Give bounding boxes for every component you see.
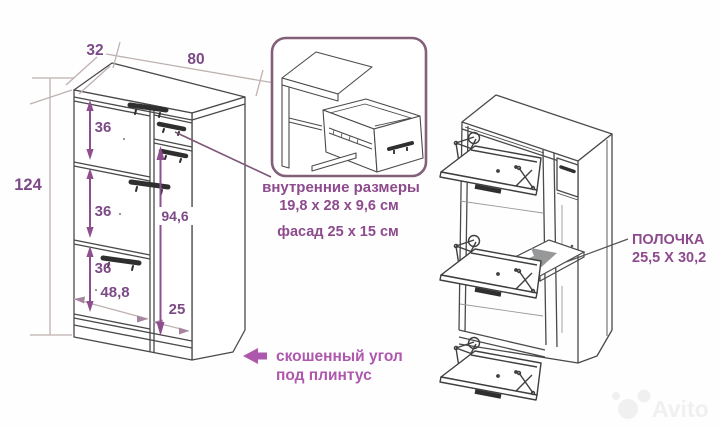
door1-top	[73, 100, 151, 117]
persp-drawer-front	[556, 157, 579, 198]
section1-label: 36	[95, 119, 112, 136]
beveled-corner-note: скошенный угол под плинтус	[243, 348, 403, 384]
perspective-cabinet-drawing	[458, 94, 613, 364]
right-door-height-label: 94,6	[161, 208, 188, 224]
flap-3	[439, 336, 542, 401]
inset-caption-line2: 19,8 х 28 х 9,6 см	[279, 198, 399, 214]
section-dimension-arrows	[86, 100, 165, 336]
inset-drawer-handle	[387, 141, 414, 151]
corner-note-line2: под плинтус	[276, 367, 372, 384]
screw-dots	[95, 138, 125, 291]
shelf-size-label: 25,5 Х 30,2	[632, 250, 706, 266]
shelf-leader-line	[565, 238, 629, 263]
shelf-annotation: ПОЛОЧКА 25,5 Х 30,2	[565, 232, 706, 266]
persp-side-panel	[577, 133, 613, 364]
width-label: 80	[187, 51, 204, 68]
door1-bottom-gap	[73, 161, 151, 182]
drawer-inset-connector-line	[174, 131, 272, 178]
cabinet-side-face	[191, 96, 246, 361]
left-width-label: 48,8	[100, 284, 129, 301]
section3-label: 36	[95, 260, 112, 277]
right-width-label: 25	[169, 301, 186, 318]
door3-handle	[100, 255, 142, 266]
flap-2	[439, 234, 542, 299]
door2-bottom-gap	[73, 239, 151, 260]
depth-label: 32	[86, 42, 103, 59]
inset-cabinet-stile	[281, 84, 290, 169]
plinth-lines	[73, 317, 193, 349]
corner-note-line1: скошенный угол	[276, 348, 403, 365]
drawer-top	[153, 114, 193, 124]
watermark: Avito	[612, 389, 709, 422]
watermark-logo-circle-medium	[637, 389, 651, 403]
flap3-handle-slot	[474, 389, 502, 399]
top-panel-edge	[73, 96, 246, 121]
left-width-dim-line	[73, 298, 149, 320]
watermark-logo-circle-large	[618, 399, 638, 419]
inset-drawer-drawing	[281, 51, 424, 173]
flap2-handle-slot	[474, 287, 502, 297]
inset-captions: внутренние размеры 19,8 х 28 х 9,6 см фа…	[262, 179, 420, 240]
inset-caption-line1: внутренние размеры	[262, 179, 420, 196]
drawer-handle	[156, 121, 187, 132]
dimension-labels: 32 80 124 36 36 36 94,6 48,8 25	[14, 42, 204, 318]
dimension-extension-lines	[29, 41, 287, 336]
width-dim-line	[105, 41, 287, 97]
flap-1	[439, 131, 542, 196]
flap1-handle-slot	[474, 184, 502, 194]
inset-caption-line3: фасад 25 х 15 см	[277, 224, 399, 240]
door1-handle	[127, 102, 169, 113]
section2-label: 36	[95, 203, 112, 220]
persp-base-lines	[458, 329, 579, 364]
label-backing	[157, 207, 193, 225]
height-label: 124	[14, 176, 42, 194]
shelf-label: ПОЛОЧКА	[632, 232, 705, 248]
inset-slide-rail	[328, 127, 373, 150]
tilt-out-flaps	[439, 131, 542, 401]
column-divider	[149, 105, 155, 353]
persp-drawer-handle	[559, 165, 576, 174]
drawer-detail-inset: внутренние размеры 19,8 х 28 х 9,6 см фа…	[262, 36, 428, 240]
right-door-handle	[158, 148, 189, 159]
drawer-bottom-gap	[153, 138, 193, 152]
depth-dim-ticks	[65, 56, 111, 95]
inset-rail-bar	[311, 152, 357, 172]
watermark-logo-circle-small	[612, 392, 620, 400]
left-pointing-arrow	[243, 348, 267, 364]
inset-drawer-front	[373, 115, 424, 173]
door2-handle	[128, 179, 171, 190]
door3-bottom	[73, 313, 151, 330]
watermark-brand-text: Avito	[652, 396, 709, 422]
